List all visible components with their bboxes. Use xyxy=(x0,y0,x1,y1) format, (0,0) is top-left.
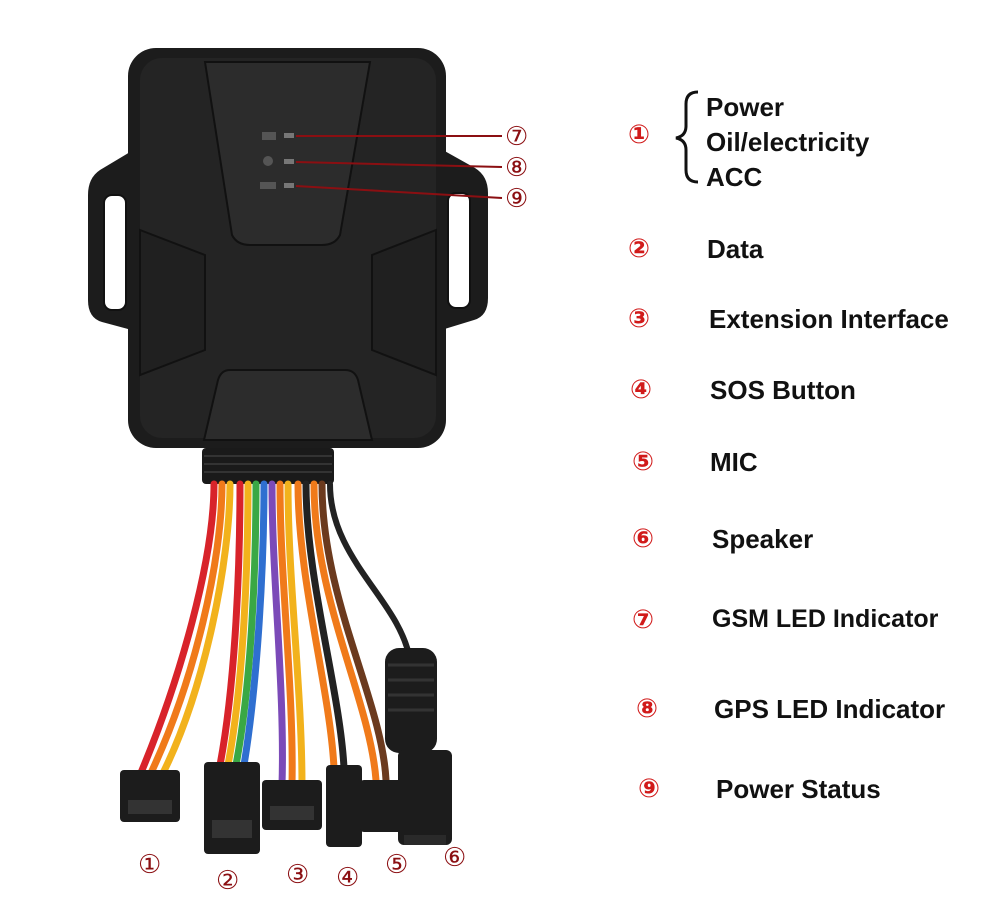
led-callout-power: ⑨ xyxy=(505,184,529,214)
wire-callout-4: ④ xyxy=(336,863,360,893)
connector-2 xyxy=(204,762,260,854)
led-callout-gps: ⑧ xyxy=(505,153,529,183)
legend-number-7: ⑦ xyxy=(632,605,655,635)
legend-label-sos-button: SOS Button xyxy=(710,375,856,405)
legend-number-2: ② xyxy=(628,234,651,264)
wire-bundle xyxy=(136,480,413,789)
legend-number-4: ④ xyxy=(630,375,653,405)
legend-number-6: ⑥ xyxy=(632,524,655,554)
wire-callout-3: ③ xyxy=(286,860,310,890)
connectors xyxy=(120,648,452,854)
legend-number-1: ① xyxy=(628,120,651,150)
led-callout-gsm: ⑦ xyxy=(505,122,529,152)
tracker-housing xyxy=(128,48,446,448)
wire-callout-1: ① xyxy=(138,850,162,880)
legend-number-3: ③ xyxy=(628,304,651,334)
power-led xyxy=(284,183,294,188)
legend-label-mic: MIC xyxy=(710,447,758,477)
legend-number-9: ⑨ xyxy=(638,774,661,804)
gps-led-icon xyxy=(263,156,273,166)
gps-led xyxy=(284,159,294,164)
power-led-icon xyxy=(260,182,276,189)
legend-label-gps-led: GPS LED Indicator xyxy=(714,694,946,724)
legend-number-5: ⑤ xyxy=(632,447,655,477)
gsm-led-icon xyxy=(262,132,276,140)
connector-4 xyxy=(326,765,362,847)
legend-item-power: Power xyxy=(706,92,785,122)
gsm-led xyxy=(284,133,294,138)
wire-callout-5: ⑤ xyxy=(385,850,409,880)
legend-item-acc: ACC xyxy=(706,162,763,192)
legend-label-gsm-led: GSM LED Indicator xyxy=(712,605,939,633)
legend-label-extension-interface: Extension Interface xyxy=(709,304,949,334)
legend-number-8: ⑧ xyxy=(636,694,659,724)
wire-callout-2: ② xyxy=(216,866,240,896)
connector-5 xyxy=(360,780,406,832)
power-group-list: Power Oil/electricity ACC xyxy=(706,90,869,195)
legend-label-speaker: Speaker xyxy=(712,524,814,554)
legend-label-power-status: Power Status xyxy=(716,774,881,804)
led-leader-lines xyxy=(295,135,503,199)
cable-boot xyxy=(202,448,334,484)
legend-label-data: Data xyxy=(707,234,764,264)
power-group-brace xyxy=(675,90,699,184)
connector-1 xyxy=(120,770,180,822)
speaker-jack xyxy=(385,648,452,845)
legend-item-oil-electricity: Oil/electricity xyxy=(706,127,870,157)
wire-callout-6: ⑥ xyxy=(443,843,467,873)
connector-3 xyxy=(262,780,322,830)
